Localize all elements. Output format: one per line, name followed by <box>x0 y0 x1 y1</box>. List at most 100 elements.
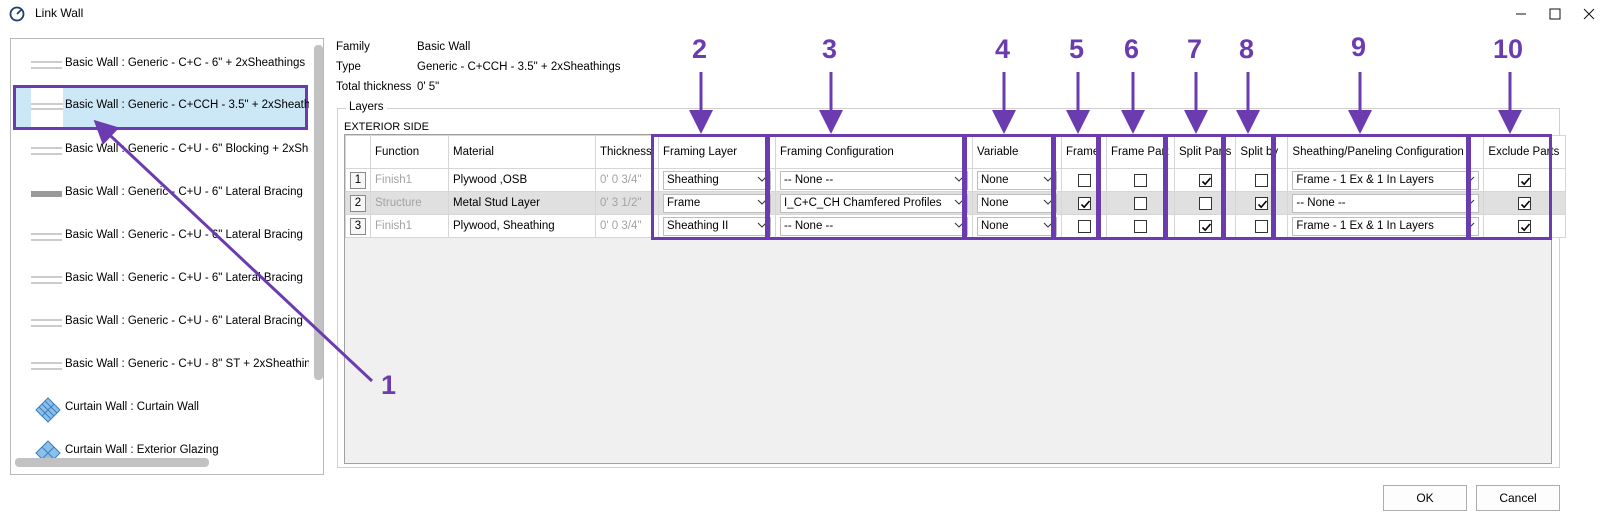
variable-dropdown[interactable]: None <box>977 170 1057 190</box>
split-parts-checkbox[interactable] <box>1198 196 1212 210</box>
framing-config-cell: -- None -- <box>775 214 973 238</box>
row-number[interactable]: 3 <box>350 217 366 235</box>
window-title: Link Wall <box>35 6 84 20</box>
table-row[interactable]: 1 Finish1 Plywood ,OSB 0' 0 3/4" Sheathi… <box>345 168 1567 192</box>
chevron-down-icon <box>1043 176 1053 182</box>
exclude-parts-checkbox[interactable] <box>1518 219 1532 233</box>
annotation-number-9: 9 <box>1351 32 1367 62</box>
minimize-icon[interactable] <box>1506 2 1536 26</box>
basic-wall-dark-icon <box>31 191 62 197</box>
row-number-cell: 3 <box>345 214 371 238</box>
curtain-wall-icon <box>35 397 61 423</box>
split-by-checkbox[interactable] <box>1255 173 1269 187</box>
wall-list-item-label: Basic Wall : Generic - C+U - 6" Lateral … <box>65 272 303 284</box>
split-parts-cell <box>1173 191 1237 215</box>
framing-configuration-dropdown[interactable]: -- None -- <box>780 216 968 236</box>
annotation-arrow-1 <box>93 119 374 383</box>
variable-dropdown[interactable]: None <box>977 193 1057 213</box>
framing-layer-cell: Sheathing II <box>658 214 776 238</box>
column-header-framing-configuration[interactable]: Framing Configuration <box>775 135 973 169</box>
column-header-thickness[interactable]: Thickness <box>595 135 659 169</box>
checkmark-icon <box>1521 199 1531 208</box>
material-cell[interactable]: Plywood, Sheathing <box>448 214 596 238</box>
title-bar: Link Wall <box>0 0 1600 28</box>
split-parts-checkbox[interactable] <box>1198 173 1212 187</box>
basic-wall-icon <box>31 362 62 370</box>
wall-list-item[interactable]: Basic Wall : Generic - C+U - 6" Lateral … <box>15 260 307 300</box>
checkmark-icon <box>1201 222 1211 231</box>
frame-part-checkbox[interactable] <box>1134 219 1147 233</box>
chevron-down-icon <box>1043 199 1053 205</box>
column-header-material[interactable]: Material <box>448 135 596 169</box>
frame-part-checkbox[interactable] <box>1134 173 1147 187</box>
annotation-number-8: 8 <box>1239 34 1255 64</box>
wall-list-item[interactable]: Basic Wall : Generic - C+U - 6" Lateral … <box>15 217 307 257</box>
exclude-parts-checkbox[interactable] <box>1518 196 1532 210</box>
type-label: Type <box>336 61 361 73</box>
framing-configuration-dropdown[interactable]: -- None -- <box>780 170 968 190</box>
wall-list-item[interactable]: Curtain Wall : Curtain Wall <box>15 389 307 429</box>
sheathing-config-cell: Frame - 1 Ex & 1 In Layers <box>1287 168 1485 192</box>
frame-part-checkbox[interactable] <box>1134 196 1147 210</box>
family-label: Family <box>336 41 370 53</box>
frame-checkbox[interactable] <box>1077 219 1091 233</box>
sheathing-configuration-dropdown[interactable]: -- None -- <box>1292 193 1480 213</box>
app-logo-icon <box>9 6 25 22</box>
vertical-scrollbar[interactable] <box>314 45 323 380</box>
framing-layer-cell: Sheathing <box>658 168 776 192</box>
wall-list-item-label: Basic Wall : Generic - C+U - 6" Lateral … <box>65 186 303 198</box>
column-header-variable[interactable]: Variable <box>972 135 1062 169</box>
close-icon[interactable] <box>1574 2 1600 26</box>
chevron-down-icon <box>757 199 767 205</box>
horizontal-scrollbar[interactable] <box>15 458 209 467</box>
framing-layer-dropdown[interactable]: Frame <box>663 193 771 213</box>
column-header-framing-layer[interactable]: Framing Layer <box>658 135 776 169</box>
sheathing-configuration-dropdown[interactable]: Frame - 1 Ex & 1 In Layers <box>1292 170 1480 190</box>
dropdown-value: Sheathing <box>667 173 719 186</box>
checkmark-icon <box>1521 222 1531 231</box>
annotation-number-1: 1 <box>381 370 397 400</box>
column-header-exclude-parts[interactable]: Exclude Parts <box>1483 135 1567 169</box>
wall-list-item-label: Basic Wall : Generic - C+C - 6" + 2xShea… <box>65 57 306 69</box>
dropdown-value: Frame - 1 Ex & 1 In Layers <box>1296 173 1434 186</box>
annotation-number-4: 4 <box>995 34 1011 64</box>
wall-list-item[interactable]: Basic Wall : Generic - C+U - 6" Lateral … <box>15 174 307 214</box>
variable-cell: None <box>972 191 1062 215</box>
wall-type-list[interactable]: Basic Wall : Generic - C+C - 6" + 2xShea… <box>10 38 324 475</box>
wall-list-item-label: Curtain Wall : Exterior Glazing <box>65 444 219 456</box>
material-cell[interactable]: Metal Stud Layer <box>448 191 596 215</box>
split-by-checkbox[interactable] <box>1255 219 1269 233</box>
frame-checkbox[interactable] <box>1077 173 1091 187</box>
material-cell[interactable]: Plywood ,OSB <box>448 168 596 192</box>
annotation-number-10: 10 <box>1493 34 1524 64</box>
exclude-parts-checkbox[interactable] <box>1518 173 1532 187</box>
maximize-icon[interactable] <box>1540 2 1570 26</box>
framing-layer-dropdown[interactable]: Sheathing <box>663 170 771 190</box>
table-row[interactable]: 3 Finish1 Plywood, Sheathing 0' 0 3/4" S… <box>345 214 1567 238</box>
ok-button[interactable]: OK <box>1383 485 1467 511</box>
wall-list-item[interactable]: Basic Wall : Generic - C+C - 6" + 2xShea… <box>15 45 307 85</box>
split-parts-checkbox[interactable] <box>1198 219 1212 233</box>
wall-list-item-selected[interactable]: Basic Wall : Generic - C+CCH - 3.5" + 2x… <box>13 85 309 130</box>
basic-wall-icon <box>31 147 62 155</box>
column-header-split-by[interactable]: Split by <box>1235 135 1289 169</box>
wall-list-item[interactable]: Basic Wall : Generic - C+U - 8" ST + 2xS… <box>15 346 309 386</box>
framing-layer-dropdown[interactable]: Sheathing II <box>663 216 771 236</box>
annotation-number-5: 5 <box>1069 34 1085 64</box>
wall-list-item-label: Basic Wall : Generic - C+CCH - 3.5" + 2x… <box>65 99 309 111</box>
dropdown-value: None <box>981 196 1009 209</box>
cancel-button[interactable]: Cancel <box>1476 485 1560 511</box>
basic-wall-icon <box>31 233 62 241</box>
split-by-checkbox[interactable] <box>1255 196 1269 210</box>
frame-checkbox[interactable] <box>1077 196 1091 210</box>
layers-group-title: Layers <box>346 101 387 113</box>
row-number[interactable]: 2 <box>350 194 366 212</box>
wall-list-item[interactable]: Basic Wall : Generic - C+U - 6" Lateral … <box>15 303 307 343</box>
column-header-function[interactable]: Function <box>370 135 449 169</box>
variable-dropdown[interactable]: None <box>977 216 1057 236</box>
wall-list-item-label: Basic Wall : Generic - C+U - 6" Lateral … <box>65 315 303 327</box>
row-number[interactable]: 1 <box>350 171 366 189</box>
table-row[interactable]: 2 Structure Metal Stud Layer 0' 3 1/2" F… <box>345 191 1567 215</box>
sheathing-configuration-dropdown[interactable]: Frame - 1 Ex & 1 In Layers <box>1292 216 1480 236</box>
framing-configuration-dropdown[interactable]: I_C+C_CH Chamfered Profiles <box>780 193 968 213</box>
